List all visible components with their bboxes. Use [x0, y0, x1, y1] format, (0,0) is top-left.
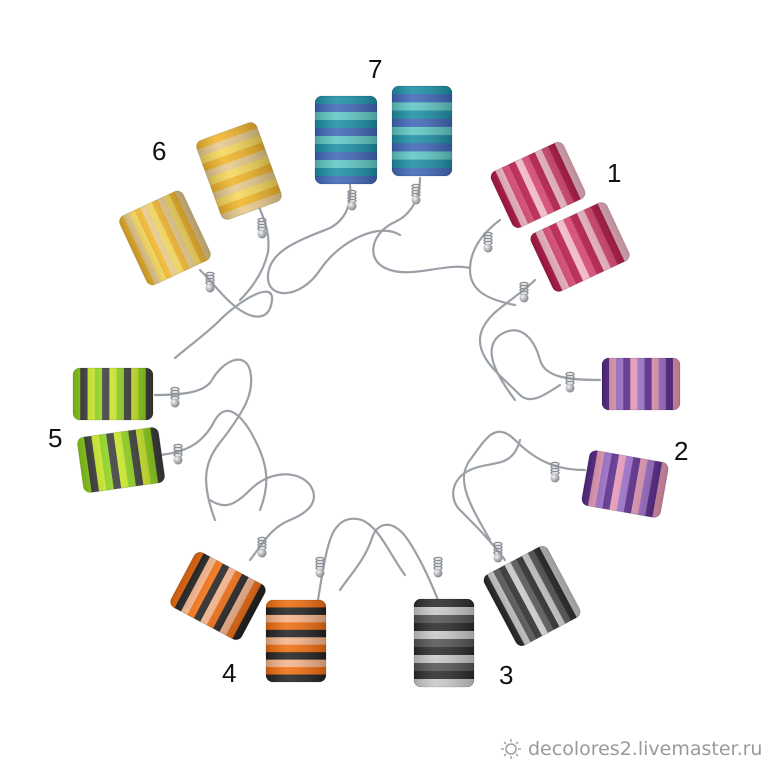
sun-logo-icon — [501, 739, 521, 759]
coil-connector — [493, 541, 503, 563]
coil-connector — [173, 443, 183, 465]
coil-connector — [565, 371, 575, 393]
label-1: 1 — [607, 158, 622, 188]
cylinder-pair-4 — [265, 599, 327, 683]
label-5: 5 — [48, 423, 63, 453]
felt-cylinders — [72, 85, 681, 688]
cylinder-pair-3 — [413, 598, 475, 688]
coil-connector — [257, 536, 267, 558]
cylinder-pair-4 — [168, 549, 268, 643]
cylinder-pair-3 — [481, 543, 583, 649]
ear-wire — [490, 329, 602, 402]
ear-wire — [153, 358, 253, 522]
ear-wire — [478, 278, 562, 401]
ear-wire — [372, 176, 472, 274]
cylinder-pair-2 — [601, 357, 681, 411]
coil-connector — [205, 271, 215, 293]
ear-wires — [153, 176, 602, 602]
coil-connector — [315, 556, 325, 578]
coil-connector — [170, 386, 180, 408]
label-3: 3 — [499, 660, 514, 690]
cylinder-pair-7 — [391, 85, 453, 177]
ear-wire — [208, 473, 315, 562]
watermark-text: decolores2.livemaster.ru — [528, 738, 763, 760]
label-6: 6 — [152, 136, 167, 166]
label-2: 2 — [674, 436, 689, 466]
ear-wire — [468, 218, 517, 307]
cylinder-pair-5 — [72, 367, 154, 421]
cylinder-pair-1 — [528, 200, 632, 294]
ear-wire — [238, 203, 270, 302]
ear-wire — [266, 183, 402, 295]
cylinder-pair-5 — [76, 426, 166, 494]
coil-connector — [433, 556, 443, 578]
ear-wire — [173, 268, 274, 360]
label-7: 7 — [368, 54, 383, 84]
label-4: 4 — [222, 658, 237, 688]
cylinder-pair-6 — [117, 188, 213, 288]
ear-wire — [338, 523, 440, 602]
coil-connector — [550, 461, 560, 483]
cylinder-pair-2 — [580, 449, 670, 519]
ear-wire — [452, 438, 522, 562]
ear-wire — [462, 430, 587, 542]
watermark: decolores2.livemaster.ru — [500, 738, 762, 760]
coil-connector — [257, 217, 267, 239]
cylinder-pair-6 — [194, 120, 284, 222]
cylinder-pair-7 — [314, 95, 378, 185]
coil-connector — [347, 189, 357, 211]
ear-wire — [158, 409, 268, 512]
coil-connector — [519, 281, 529, 303]
cylinder-pair-1 — [488, 139, 588, 231]
coil-connector — [411, 183, 421, 205]
coil-connector — [483, 231, 493, 253]
